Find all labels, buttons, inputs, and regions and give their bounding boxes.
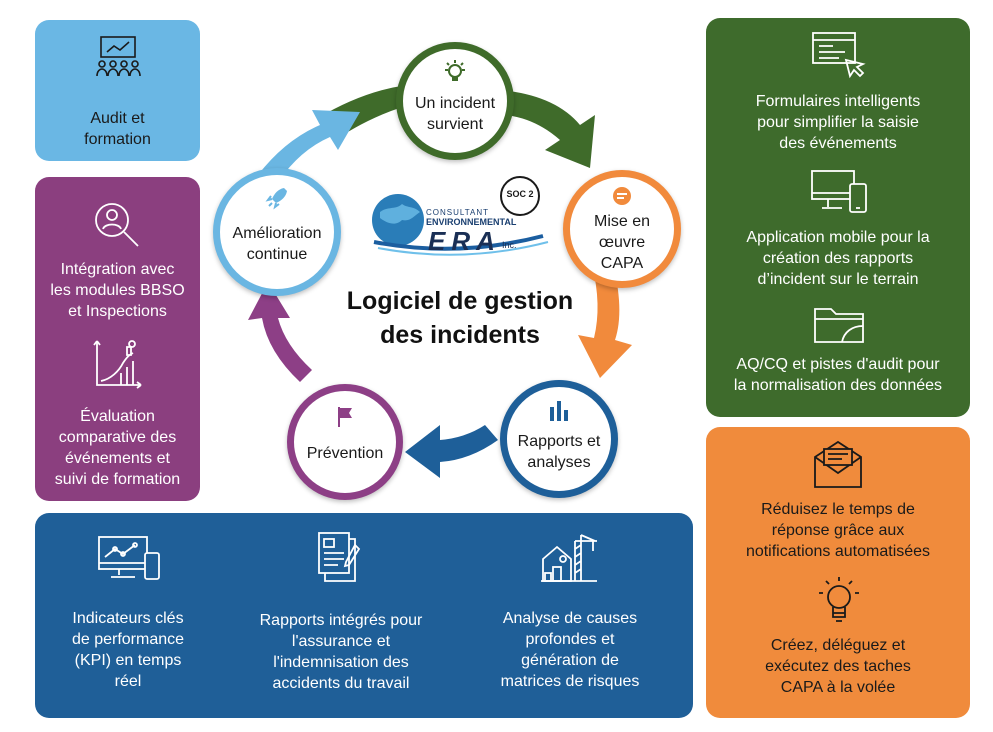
node-label-line1: Amélioration <box>232 225 322 242</box>
bottom-item1-line3: (KPI) en temps <box>74 652 182 669</box>
node-label-line2: analyses <box>527 454 591 471</box>
bottom-item2-line4: accidents du travail <box>272 675 410 692</box>
cycle-node-improvement: Amélioration continue <box>213 168 341 296</box>
panel-green: Formulaires intelligents pour simplifier… <box>706 18 970 417</box>
node-label-line3: CAPA <box>600 255 644 272</box>
rocket-icon <box>264 185 290 216</box>
cycle-node-incident: Un incident survient <box>396 42 514 160</box>
node-label-line2: survient <box>426 116 484 133</box>
panel-audit: Audit et formation <box>35 20 200 161</box>
arrow-purple <box>248 282 312 382</box>
arrow-orange <box>578 260 632 378</box>
bottom-item1-line4: réel <box>114 673 142 690</box>
soc2-badge: SOC 2 <box>500 176 540 216</box>
monitor-phone-icon <box>97 535 161 583</box>
construction-site-icon <box>539 529 599 585</box>
chat-bubble-icon <box>610 185 634 214</box>
node-label-line1: Rapports et <box>517 433 601 450</box>
flag-icon <box>334 405 356 434</box>
bottom-item2-line3: l'indemnisation des <box>273 654 409 671</box>
green-item3-line2: la normalisation des données <box>733 377 943 394</box>
arrow-lightblue <box>258 110 360 182</box>
panel-purple: Intégration avec les modules BBSO et Ins… <box>35 177 200 501</box>
node-label-line1: Mise en <box>593 213 651 230</box>
audit-line2: formation <box>84 131 151 148</box>
green-item3-line1: AQ/CQ et pistes d'audit pour <box>736 356 940 373</box>
node-label-line2: continue <box>246 246 308 263</box>
logo-line1: CONSULTANT <box>426 208 490 217</box>
bottom-item3-line3: génération de <box>521 652 619 669</box>
orange-item1-line3: notifications automatisées <box>745 543 931 560</box>
bottom-item1-line2: de performance <box>71 631 185 648</box>
purple-item2-line4: suivi de formation <box>54 471 181 488</box>
green-item1-line2: pour simplifier la saisie <box>757 114 919 131</box>
node-label-line1: Prévention <box>306 445 384 462</box>
purple-item2-line2: comparative des <box>58 429 177 446</box>
orange-item2-line3: CAPA à la volée <box>780 679 896 696</box>
bottom-item3-line4: matrices de risques <box>500 673 640 690</box>
purple-item2-line1: Évaluation <box>80 408 155 425</box>
green-item2-line1: Application mobile pour la <box>746 229 930 246</box>
bottom-item2-line1: Rapports intégrés pour <box>259 612 423 629</box>
center-title-line1: Logiciel de gestion <box>346 287 574 315</box>
bottom-item3-line2: profondes et <box>525 631 615 648</box>
form-cursor-icon <box>810 30 866 80</box>
center-title: Logiciel de gestion des incidents <box>300 284 620 352</box>
green-item1-line1: Formulaires intelligents <box>755 93 921 110</box>
bottom-item1-line1: Indicateurs clés <box>72 610 184 627</box>
cycle-node-prevention: Prévention <box>287 384 403 500</box>
user-search-icon <box>91 199 143 251</box>
devices-icon <box>810 168 868 216</box>
growth-chart-icon <box>91 337 145 391</box>
globe-icon <box>372 194 549 256</box>
orange-item1-line2: réponse grâce aux <box>771 522 905 539</box>
orange-item1-line1: Réduisez le temps de <box>761 501 915 518</box>
purple-item1-line1: Intégration avec <box>60 261 175 278</box>
green-item2-line3: d’incident sur le terrain <box>757 271 919 288</box>
green-item1-line3: des événements <box>779 135 897 152</box>
green-item2-line2: création des rapports <box>762 250 914 267</box>
bar-chart-icon <box>547 399 571 428</box>
panel-bottom: Indicateurs clés de performance (KPI) en… <box>35 513 693 718</box>
audit-line1: Audit et <box>90 110 145 127</box>
lightbulb-outline-icon <box>818 573 860 625</box>
purple-item1-line2: les modules BBSO <box>50 282 185 299</box>
cycle-node-capa: Mise en œuvre CAPA <box>563 170 681 288</box>
arrow-green-body <box>500 90 595 168</box>
purple-item1-line3: et Inspections <box>68 303 167 320</box>
era-logo: CONSULTANT ENVIRONNEMENTAL ERA Inc. <box>368 178 558 270</box>
center-title-line2: des incidents <box>380 321 540 349</box>
envelope-icon <box>812 439 864 489</box>
document-pen-icon <box>315 531 363 585</box>
purple-item2-line3: événements et <box>65 450 170 467</box>
logo-brand: ERA <box>428 226 501 256</box>
node-label-line1: Un incident <box>414 95 496 112</box>
folder-icon <box>812 303 866 345</box>
presentation-audience-icon <box>93 34 143 80</box>
logo-suffix: Inc. <box>502 240 517 250</box>
soc2-badge-text: SOC 2 <box>506 189 534 199</box>
bottom-item3-line1: Analyse de causes <box>502 610 638 627</box>
orange-item2-line1: Créez, déléguez et <box>770 637 906 654</box>
lightbulb-icon <box>442 59 468 90</box>
node-label-line2: œuvre <box>598 234 646 251</box>
bottom-item2-line2: l'assurance et <box>291 633 391 650</box>
cycle-node-reports: Rapports et analyses <box>500 380 618 498</box>
panel-orange: Réduisez le temps de réponse grâce aux n… <box>706 427 970 718</box>
arrow-blue <box>405 425 498 478</box>
orange-item2-line2: exécutez des taches <box>765 658 911 675</box>
logo-line2: ENVIRONNEMENTAL <box>426 217 517 227</box>
